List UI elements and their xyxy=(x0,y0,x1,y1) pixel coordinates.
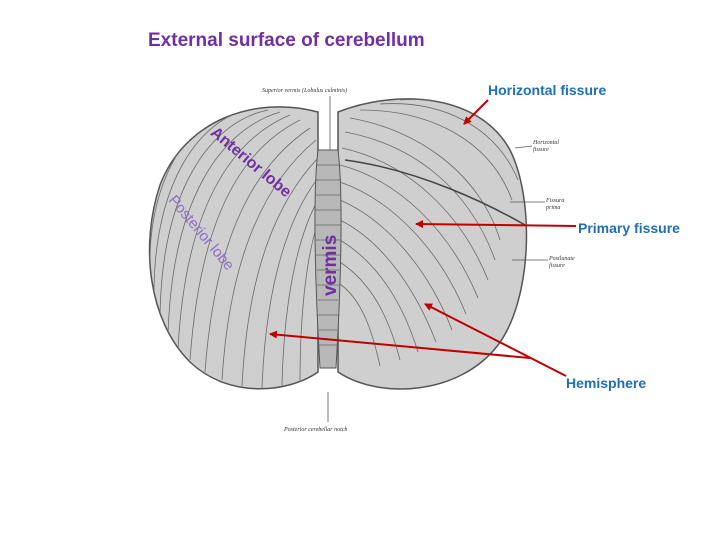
hemisphere-arrow-left xyxy=(269,330,531,359)
postlunate-caption-line2: fissure xyxy=(549,263,565,269)
label-leader-lines xyxy=(510,145,548,261)
callout-arrows xyxy=(269,99,577,377)
horizontal-fissure-caption-line2: fissure xyxy=(533,147,549,153)
horizontal-fissure-caption: Horizontal fissure xyxy=(533,140,559,154)
vermis-structure xyxy=(314,96,342,422)
fissura-prima-caption-line2: prima xyxy=(546,205,561,211)
fissura-prima-caption-line1: Fissura xyxy=(546,198,565,204)
postlunate-caption-line1: Postlunate xyxy=(549,256,575,262)
hemisphere-label: Hemisphere xyxy=(566,375,647,391)
primary-fissure-label: Primary fissure xyxy=(578,220,680,236)
page-title: External surface of cerebellum xyxy=(148,30,425,51)
horizontal-fissure-arrow xyxy=(463,99,489,125)
horizontal-fissure-label: Horizontal fissure xyxy=(488,82,607,98)
fissura-prima-caption: Fissura prima xyxy=(546,198,564,212)
vermis-label: vermis xyxy=(320,234,341,296)
superior-vermis-caption: Superior vermis (Lobulus culminis) xyxy=(262,88,348,94)
posterior-notch-caption: Posterior cerebellar notch xyxy=(284,427,348,433)
horizontal-fissure-caption-line1: Horizontal xyxy=(533,140,560,146)
hemisphere-arrow-right xyxy=(424,303,567,377)
primary-fissure-arrow xyxy=(415,220,577,229)
right-hemisphere xyxy=(337,98,528,390)
postlunate-fissure-caption: Postlunate fissure xyxy=(549,256,575,270)
